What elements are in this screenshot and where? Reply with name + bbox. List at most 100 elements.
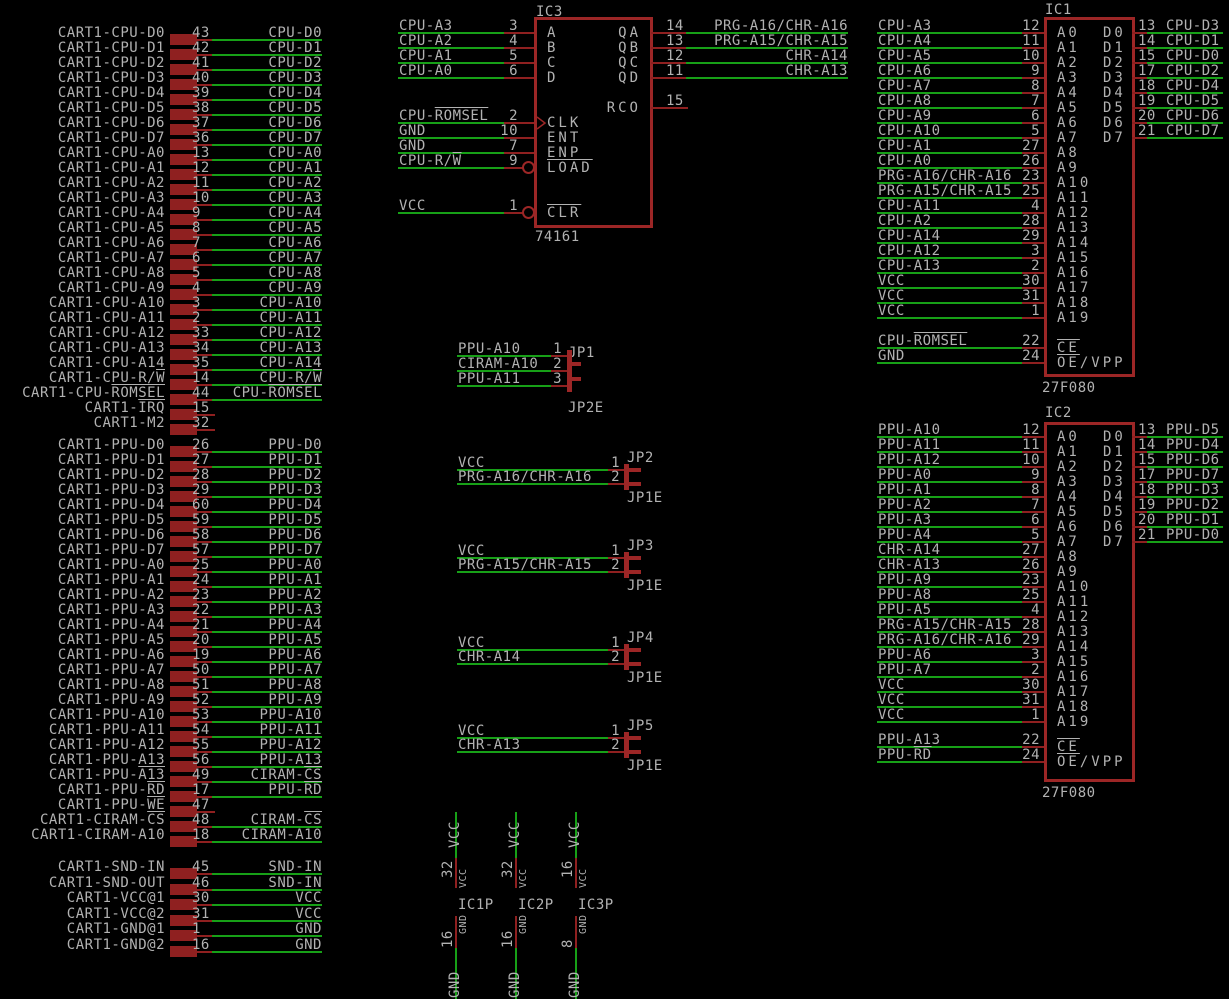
net-label[interactable]: CPU-ROMSEL (399, 108, 489, 124)
net-label[interactable]: GND (295, 921, 322, 937)
cart-pin-label[interactable]: CART1-PPU-A10 (48, 707, 165, 723)
net-label[interactable]: CPU-A4 (878, 33, 932, 49)
net-wire[interactable] (212, 766, 322, 768)
connector-pin[interactable] (170, 304, 197, 315)
net-label[interactable]: PPU-A11 (878, 437, 941, 453)
net-wire[interactable] (1147, 481, 1223, 483)
net-wire[interactable] (877, 571, 1022, 573)
cart-pin-label[interactable]: CART1-PPU-D1 (57, 452, 165, 468)
cart-pin-label[interactable]: CART1-CPU-A11 (48, 310, 165, 326)
net-label[interactable]: SND-IN (268, 859, 322, 875)
net-wire[interactable] (212, 54, 322, 56)
net-label[interactable]: VCC (399, 198, 426, 214)
net-wire[interactable] (877, 436, 1022, 438)
net-label[interactable]: CPU-D4 (268, 85, 322, 101)
connector-pin[interactable] (170, 946, 197, 957)
component-value[interactable]: JP1E (627, 490, 663, 506)
component-ref[interactable]: JP5 (627, 718, 654, 734)
cart-pin-label[interactable]: CART1-PPU-D0 (57, 437, 165, 453)
net-label[interactable]: CPU-A2 (878, 213, 932, 229)
net-wire[interactable] (212, 826, 322, 828)
net-wire[interactable] (877, 676, 1022, 678)
jumper-bar[interactable] (624, 464, 629, 490)
net-label[interactable]: PPU-A7 (878, 662, 932, 678)
net-label[interactable]: VCC (878, 303, 905, 319)
connector-pin[interactable] (170, 551, 197, 562)
net-label[interactable]: PPU-A9 (878, 572, 932, 588)
net-wire[interactable] (212, 511, 322, 513)
net-wire[interactable] (212, 496, 322, 498)
net-label[interactable]: CPU-A6 (268, 235, 322, 251)
cart-pin-label[interactable]: CART1-VCC@1 (66, 890, 165, 906)
net-label[interactable]: CPU-A13 (878, 258, 941, 274)
net-label[interactable]: VCC (878, 288, 905, 304)
net-label[interactable]: CPU-A5 (268, 220, 322, 236)
connector-pin[interactable] (170, 424, 197, 435)
net-label[interactable]: CHR-A14 (785, 48, 848, 64)
net-label[interactable]: SND-IN (268, 875, 322, 891)
net-label[interactable]: CPU-A5 (878, 48, 932, 64)
connector-pin[interactable] (170, 611, 197, 622)
connector-pin[interactable] (170, 716, 197, 727)
net-label[interactable]: PPU-A10 (458, 341, 521, 357)
connector-pin[interactable] (170, 94, 197, 105)
net-label[interactable]: PPU-A10 (878, 422, 941, 438)
net-label[interactable]: CPU-A2 (399, 33, 453, 49)
net-label[interactable]: CPU-A8 (878, 93, 932, 109)
connector-pin[interactable] (170, 701, 197, 712)
net-label[interactable]: PPU-D3 (268, 482, 322, 498)
net-wire[interactable] (1147, 436, 1223, 438)
net-wire[interactable] (212, 751, 322, 753)
net-wire[interactable] (212, 99, 322, 101)
cart-pin-label[interactable]: CART1-PPU-A2 (57, 587, 165, 603)
net-label[interactable]: PPU-A12 (878, 452, 941, 468)
jumper-bar[interactable] (624, 732, 629, 758)
net-label[interactable]: VCC (458, 455, 485, 471)
net-label[interactable]: GND (399, 123, 426, 139)
net-wire[interactable] (212, 526, 322, 528)
net-wire[interactable] (212, 781, 322, 783)
net-wire[interactable] (877, 631, 1022, 633)
cart-pin-label[interactable]: CART1-CPU-D2 (57, 55, 165, 71)
cart-pin-label[interactable]: CART1-CPU-A6 (57, 235, 165, 251)
component-ref[interactable]: IC2 (1045, 405, 1072, 421)
net-wire[interactable] (877, 511, 1022, 513)
net-label[interactable]: CPU-A0 (399, 63, 453, 79)
net-wire[interactable] (877, 496, 1022, 498)
cart-pin-label[interactable]: CART1-CPU-D6 (57, 115, 165, 131)
ic-body[interactable] (1044, 422, 1135, 782)
net-label[interactable]: GND (878, 348, 905, 364)
net-label[interactable]: PPU-D5 (1166, 422, 1220, 438)
jumper-bar[interactable] (624, 644, 629, 670)
net-wire[interactable] (686, 77, 848, 79)
net-label[interactable]: CPU-R/W (259, 370, 322, 386)
cart-pin-label[interactable]: CART1-M2 (93, 415, 165, 431)
cart-pin-label[interactable]: CART1-PPU-A0 (57, 557, 165, 573)
net-label[interactable]: CPU-A1 (268, 160, 322, 176)
connector-pin[interactable] (170, 656, 197, 667)
net-wire[interactable] (1147, 526, 1223, 528)
net-wire[interactable] (455, 948, 457, 999)
net-label[interactable]: PPU-A11 (458, 371, 521, 387)
net-wire[interactable] (877, 481, 1022, 483)
net-wire[interactable] (398, 62, 504, 64)
net-label[interactable]: CHR-A13 (785, 63, 848, 79)
connector-pin[interactable] (170, 791, 197, 802)
cart-pin-label[interactable]: CART1-CPU-A4 (57, 205, 165, 221)
connector-pin[interactable] (170, 139, 197, 150)
cart-pin-label[interactable]: CART1-PPU-A11 (48, 722, 165, 738)
net-label[interactable]: PPU-RD (268, 782, 322, 798)
cart-pin-label[interactable]: CART1-CPU-D4 (57, 85, 165, 101)
net-label[interactable]: CPU-A12 (878, 243, 941, 259)
connector-pin[interactable] (170, 884, 197, 895)
net-label[interactable]: VCC (458, 723, 485, 739)
net-label[interactable]: CPU-D5 (268, 100, 322, 116)
component-value[interactable]: 74161 (535, 229, 580, 245)
cart-pin-label[interactable]: CART1-CPU-A1 (57, 160, 165, 176)
net-label[interactable]: GND (295, 937, 322, 953)
net-label[interactable]: CPU-R/W (399, 153, 462, 169)
net-wire[interactable] (212, 951, 322, 953)
connector-pin[interactable] (170, 671, 197, 682)
net-label[interactable]: PPU-RD (878, 747, 932, 763)
